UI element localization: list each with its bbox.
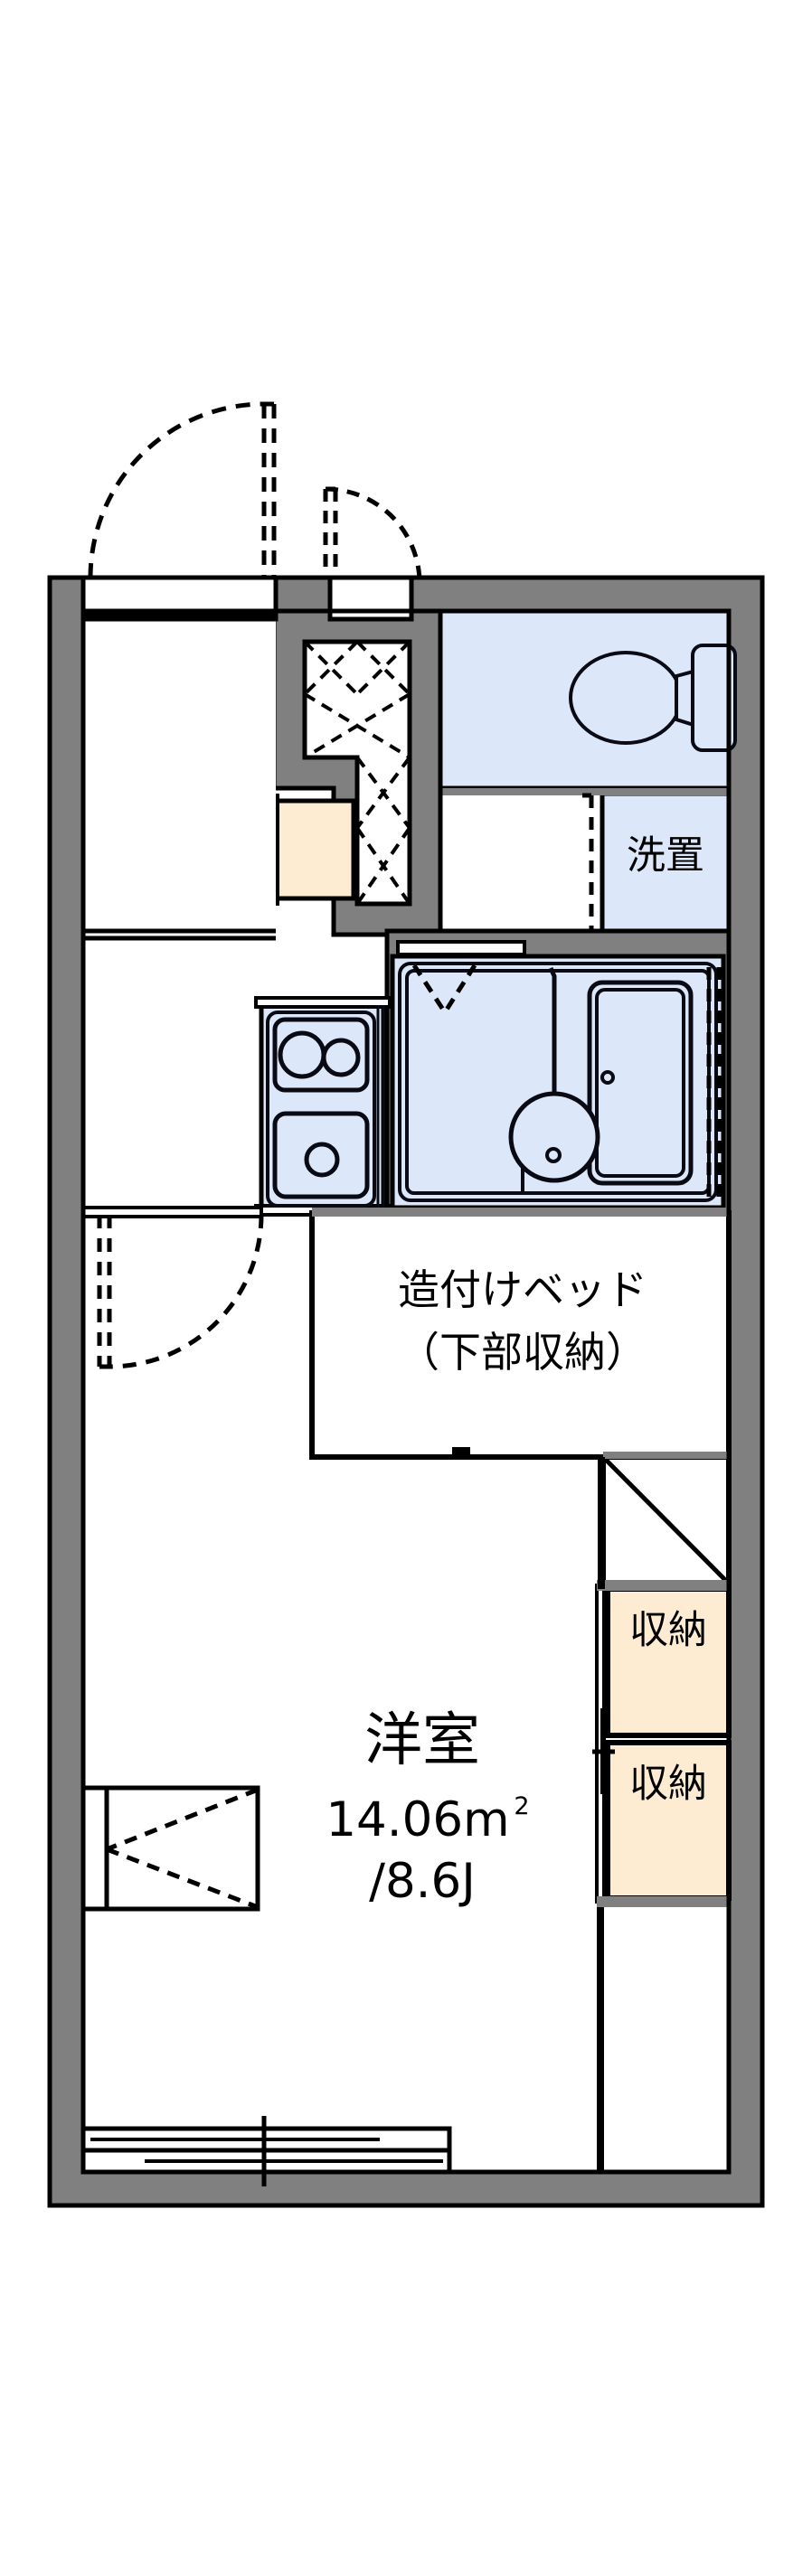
entrance-door-swing <box>88 401 277 578</box>
wall-outline-overlay <box>47 575 765 2208</box>
bath-threshold <box>396 940 526 956</box>
bed-label-line2: （下部収納） <box>398 1328 647 1377</box>
laundry-area: 洗置 <box>600 791 732 937</box>
hallway-area <box>80 575 279 941</box>
right-partition-wall <box>598 1457 605 1589</box>
room-area-label: 14.06m <box>326 1792 509 1847</box>
side-window-open-direction <box>106 1787 259 1910</box>
toilet-door-swing <box>323 486 422 584</box>
toilet-tank-icon <box>691 644 737 752</box>
utility-void <box>600 1452 732 1586</box>
bath-vent-mark <box>411 964 477 1014</box>
closet-upper-label-1: 収納 <box>629 1608 707 1653</box>
closet-lower-label-1: 収納 <box>629 1762 707 1807</box>
wash-basin-icon <box>508 1091 600 1183</box>
entrance-tile-pattern <box>303 640 411 906</box>
stove-burner-icon <box>278 1030 326 1079</box>
built-in-bed-area: 造付けベッド （下部収納） <box>309 1208 732 1460</box>
unit-bath <box>384 928 732 1216</box>
room-name-label: 洋室 <box>364 1707 480 1774</box>
bathtub-drain-icon <box>600 1070 615 1085</box>
interior-wall-strips <box>440 788 729 795</box>
room-jo-label: /8.6J <box>369 1854 476 1909</box>
kitchen-area <box>254 996 392 1217</box>
main-room-labels: 洋室 14.06m 2 /8.6J <box>326 1707 529 1909</box>
room-area-sup: 2 <box>514 1792 529 1820</box>
laundry-label: 洗置 <box>627 833 704 879</box>
bath-door-symbol <box>706 967 722 1202</box>
closet-wall-segments <box>597 1580 729 2172</box>
closet-upper: 収納 <box>605 1586 732 1738</box>
room-door-frame <box>81 1206 263 1218</box>
toilet-icon <box>569 651 683 745</box>
entrance-area <box>271 575 443 937</box>
closet-door-rails <box>592 1584 615 1904</box>
bed-label-line1: 造付けベッド <box>398 1265 647 1314</box>
basin-drain-icon <box>545 1147 562 1163</box>
drain-icon <box>304 1142 340 1178</box>
shoe-box <box>267 794 356 906</box>
side-window <box>80 1785 260 1912</box>
stove-burner-icon <box>321 1038 361 1077</box>
closet-lower: 収納 <box>605 1740 732 1901</box>
toilet-room <box>438 608 737 791</box>
room-door-swing <box>97 1214 264 1369</box>
